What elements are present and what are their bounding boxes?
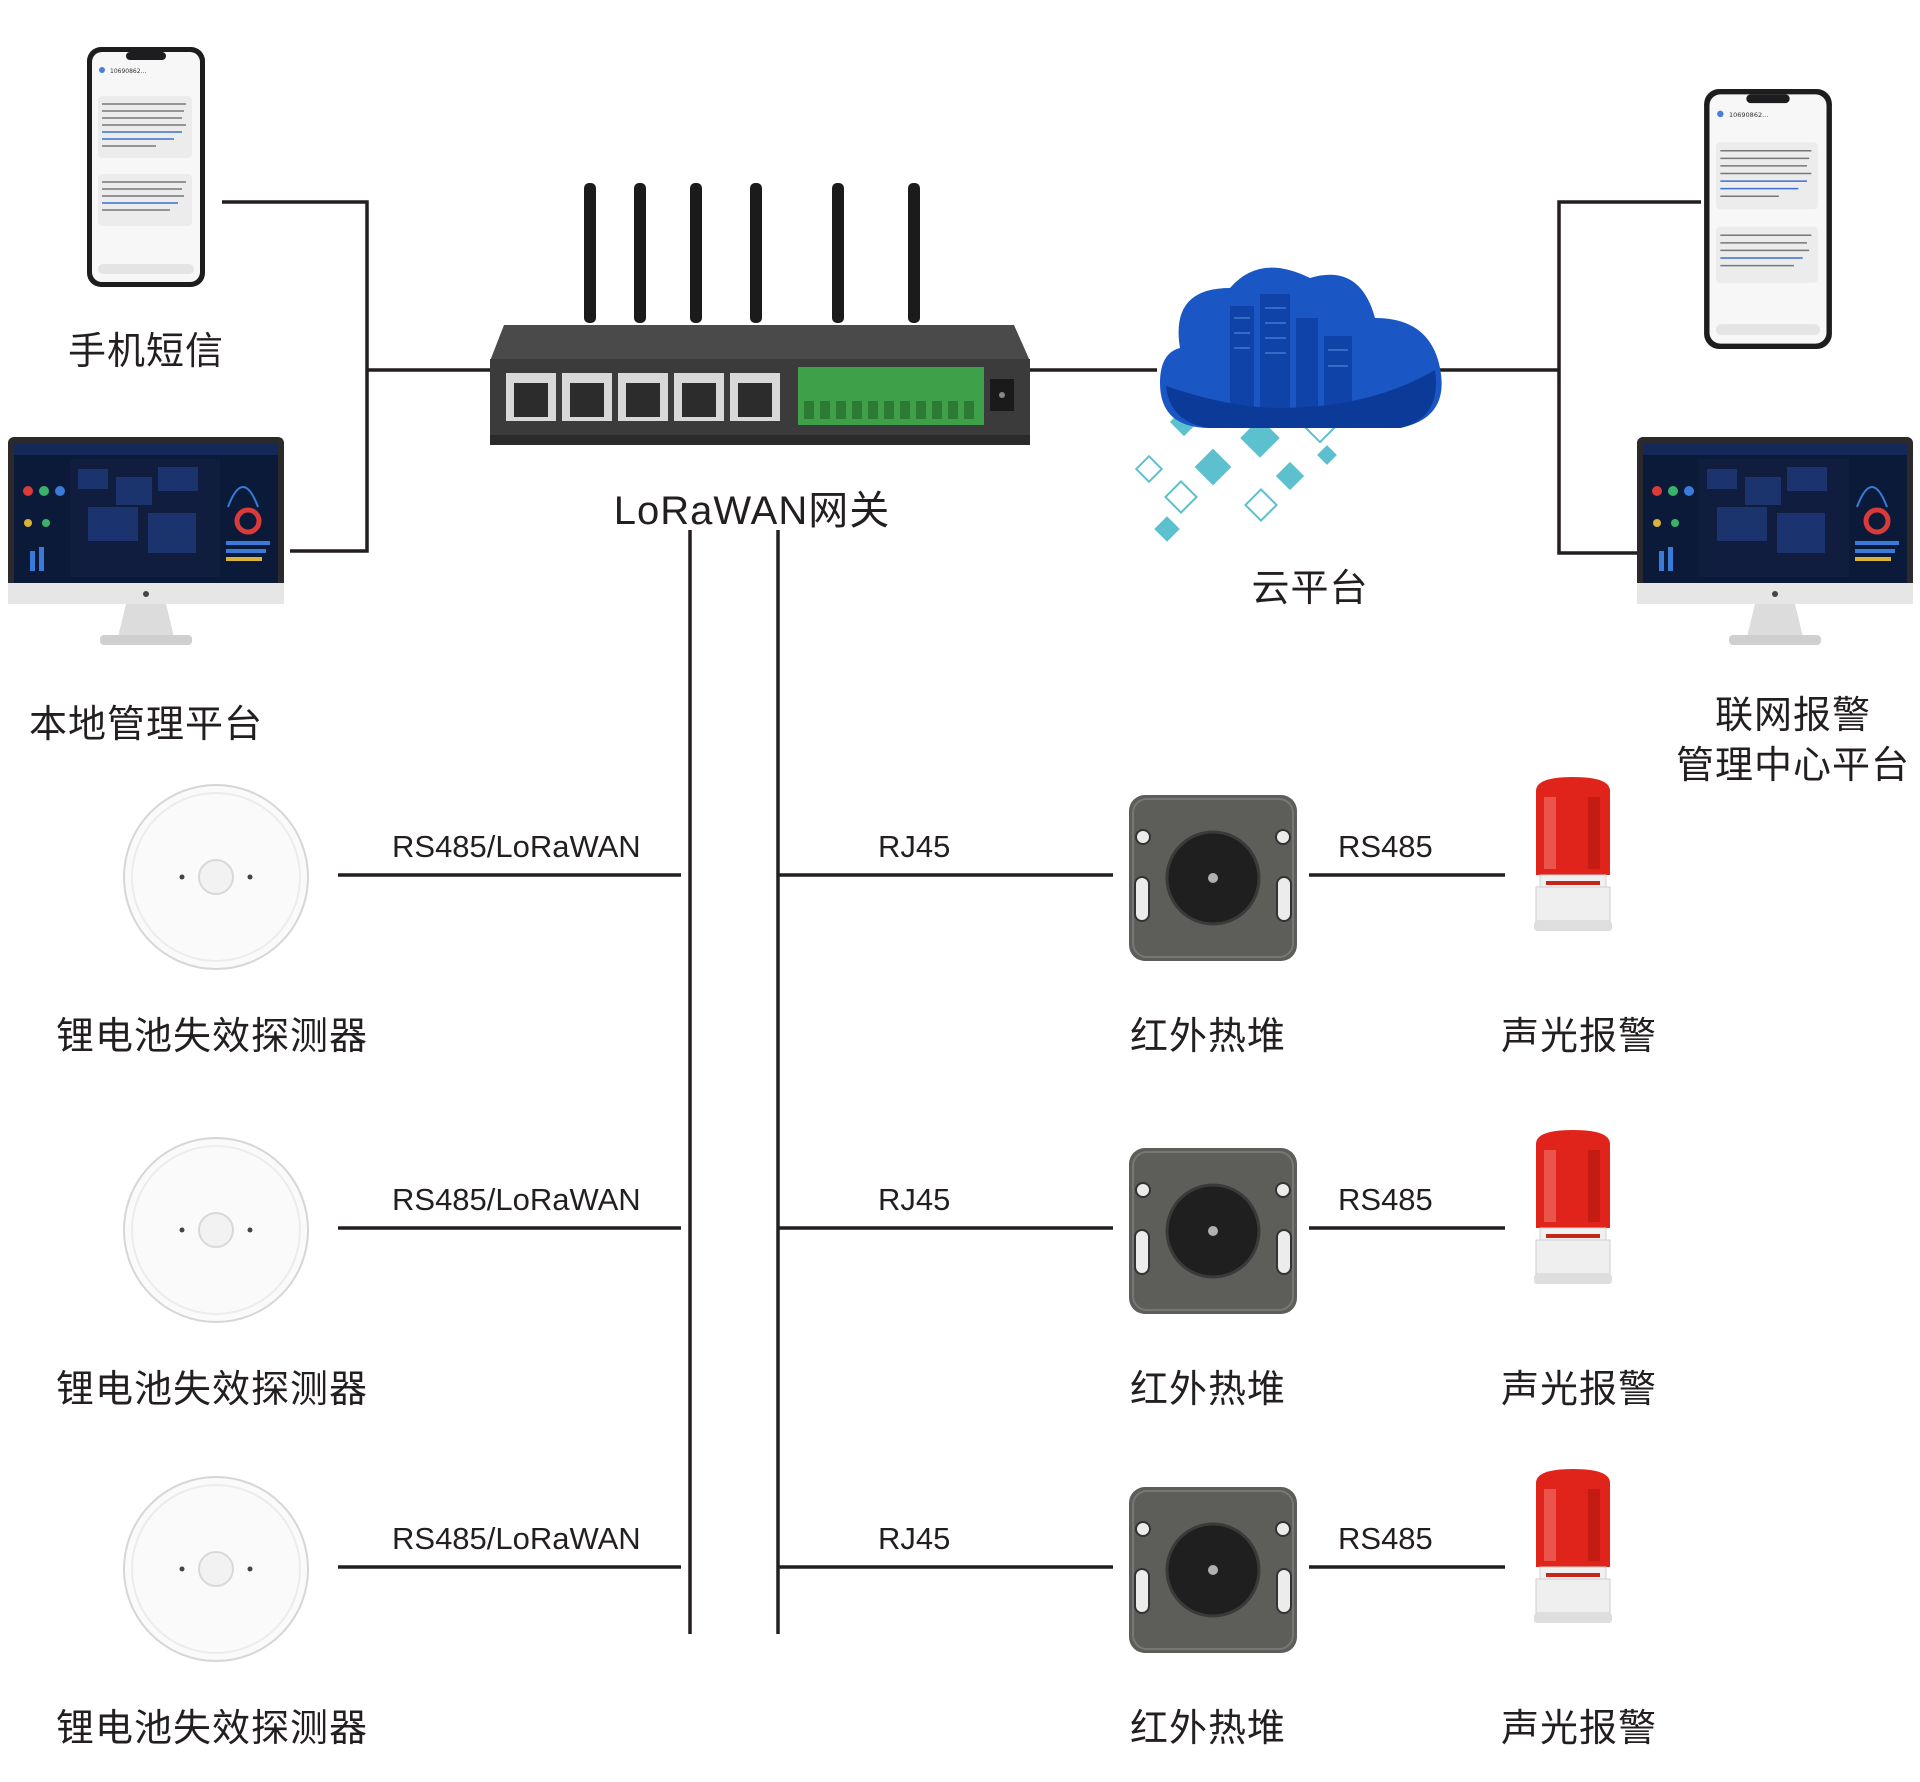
detector-link-label: RS485/LoRaWAN bbox=[392, 1182, 641, 1217]
detector-link-label: RS485/LoRaWAN bbox=[392, 829, 641, 864]
battery-detector-icon bbox=[123, 1476, 309, 1662]
battery-detector-icon bbox=[123, 1137, 309, 1323]
wire-right-bracket bbox=[1557, 200, 1701, 555]
sensor-label: 红外热堆 bbox=[1129, 1706, 1287, 1750]
local-platform-label: 本地管理平台 bbox=[28, 702, 264, 746]
alarm-link-label: RS485 bbox=[1338, 1182, 1433, 1217]
cloud-label: 云平台 bbox=[1251, 566, 1369, 610]
cloud-icon bbox=[1134, 267, 1442, 542]
infrared-thermopile-icon bbox=[1129, 1487, 1297, 1653]
alarm-label: 声光报警 bbox=[1500, 1706, 1658, 1750]
strobe-alarm-icon bbox=[1534, 1469, 1612, 1623]
detector-link-label: RS485/LoRaWAN bbox=[392, 1521, 641, 1556]
lorawan-gateway-icon bbox=[490, 183, 1030, 445]
alarm-label: 声光报警 bbox=[1500, 1014, 1658, 1058]
alarm-center-label: 联网报警 管理中心平台 bbox=[1676, 690, 1910, 790]
monitor-icon bbox=[1637, 437, 1913, 645]
wire-phone-left bbox=[222, 200, 369, 553]
detector-label: 锂电池失效探测器 bbox=[55, 1014, 369, 1058]
alarm-center-label-line1: 联网报警 bbox=[1714, 693, 1872, 737]
gateway-link-label: RJ45 bbox=[878, 829, 951, 864]
infrared-thermopile-icon bbox=[1129, 1148, 1297, 1314]
svg-text:10690862...: 10690862... bbox=[1729, 111, 1768, 119]
smartphone-icon: 10690862... bbox=[1704, 89, 1832, 349]
battery-detector-icon bbox=[123, 784, 309, 970]
detector-label: 锂电池失效探测器 bbox=[55, 1367, 369, 1411]
gateway-link-label: RJ45 bbox=[878, 1521, 951, 1556]
sensor-label: 红外热堆 bbox=[1129, 1014, 1287, 1058]
detector-label: 锂电池失效探测器 bbox=[55, 1706, 369, 1750]
svg-text:10690862...: 10690862... bbox=[110, 68, 146, 75]
smartphone-icon: 10690862... bbox=[87, 47, 205, 287]
alarm-label: 声光报警 bbox=[1500, 1367, 1658, 1411]
strobe-alarm-icon bbox=[1534, 1130, 1612, 1284]
strobe-alarm-icon bbox=[1534, 777, 1612, 931]
phone-sms-label: 手机短信 bbox=[67, 329, 225, 373]
alarm-link-label: RS485 bbox=[1338, 1521, 1433, 1556]
alarm-center-label-line2: 管理中心平台 bbox=[1675, 743, 1911, 787]
sensor-label: 红外热堆 bbox=[1129, 1367, 1287, 1411]
gateway-link-label: RJ45 bbox=[878, 1182, 951, 1217]
alarm-link-label: RS485 bbox=[1338, 829, 1433, 864]
monitor-icon bbox=[8, 437, 284, 645]
infrared-thermopile-icon bbox=[1129, 795, 1297, 961]
gateway-label: LoRaWAN网关 bbox=[613, 489, 891, 533]
